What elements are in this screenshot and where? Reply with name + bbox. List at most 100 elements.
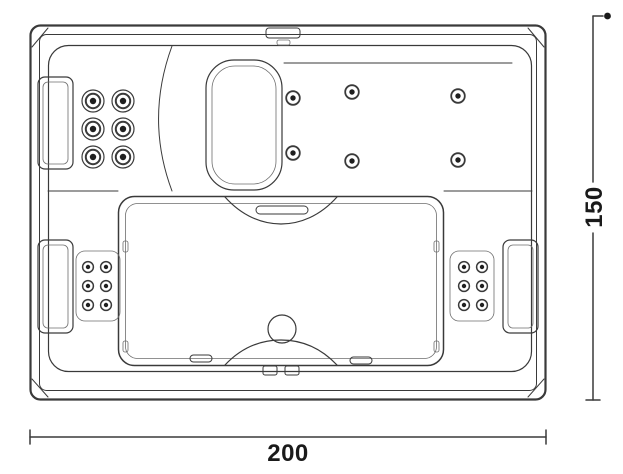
- footwell-inner: [125, 203, 437, 359]
- pad-bottom-right: [502, 239, 539, 334]
- jet: [344, 84, 360, 100]
- jet: [461, 302, 467, 308]
- jet: [85, 264, 91, 270]
- jet: [111, 117, 135, 141]
- seat-curve-top: [224, 196, 338, 225]
- wall-jet-mark: [433, 340, 440, 353]
- drain: [267, 314, 297, 344]
- jet: [81, 298, 95, 312]
- armrest-pads: [37, 76, 539, 334]
- control-panel-body: [265, 27, 301, 39]
- jet: [479, 283, 485, 289]
- jet: [290, 95, 296, 101]
- jet: [89, 153, 97, 161]
- jet-housing-left: [75, 250, 121, 322]
- jet: [81, 89, 105, 113]
- jet: [285, 145, 301, 161]
- tub-shell: [29, 24, 547, 401]
- jet: [461, 283, 467, 289]
- corner-bevel-bottom-right: [527, 378, 545, 398]
- bottom-fitting-left: [262, 365, 278, 376]
- corner-bevel-bottom-left: [31, 378, 49, 398]
- jet: [81, 117, 105, 141]
- pad-bottom-left: [37, 239, 74, 334]
- lounger-back-jets: [81, 89, 135, 169]
- top-control-panel: [265, 27, 301, 46]
- jet: [450, 88, 466, 104]
- jet: [457, 260, 471, 274]
- jet: [103, 302, 109, 308]
- seat-contours: [47, 45, 533, 192]
- footwell: [117, 195, 445, 376]
- right-side-jets: [457, 260, 489, 312]
- jet: [111, 89, 135, 113]
- jet: [111, 145, 135, 169]
- jet-slot-bottom-right: [349, 356, 373, 365]
- jet: [114, 120, 132, 138]
- height-value-label: 150: [581, 186, 608, 228]
- side-jet-housings: [75, 250, 495, 322]
- jet-slot-bottom-left: [189, 354, 213, 363]
- lounger-contour: [158, 45, 173, 192]
- pad-top-left-inner: [42, 81, 69, 165]
- seat-curve-bottom: [224, 339, 338, 366]
- dimension-dot: [604, 12, 611, 20]
- lounger-pad: [205, 59, 283, 191]
- corner-bevel-top-right: [527, 27, 545, 48]
- footwell-outer: [117, 195, 445, 367]
- jet: [89, 125, 97, 133]
- jet: [450, 152, 466, 168]
- corner-bevel-top-left: [31, 27, 49, 48]
- jet: [461, 264, 467, 270]
- seat-jets: [285, 84, 466, 169]
- jet: [89, 97, 97, 105]
- tub-outer-edge: [29, 24, 547, 401]
- pad-top-left: [37, 76, 74, 170]
- jet: [81, 279, 95, 293]
- jet: [475, 279, 489, 293]
- jet: [99, 279, 113, 293]
- jet: [344, 153, 360, 169]
- jet: [475, 298, 489, 312]
- left-side-jets: [81, 260, 113, 312]
- jet: [84, 92, 102, 110]
- jet: [349, 89, 355, 95]
- jet: [114, 148, 132, 166]
- jet: [457, 279, 471, 293]
- control-panel-detail: [276, 39, 291, 46]
- lounger-pad-inner: [211, 65, 277, 185]
- jet-housing-right: [449, 250, 495, 322]
- jet: [103, 283, 109, 289]
- jet: [290, 150, 296, 156]
- tub-inner-rim: [39, 34, 537, 391]
- jet: [84, 120, 102, 138]
- jet: [99, 298, 113, 312]
- jet: [85, 283, 91, 289]
- seat-slot-top: [255, 205, 309, 215]
- wall-jet-mark: [122, 240, 129, 253]
- jet: [457, 298, 471, 312]
- jet: [455, 157, 461, 163]
- bottom-fitting-right: [284, 365, 300, 376]
- jet: [99, 260, 113, 274]
- jet: [475, 260, 489, 274]
- width-value-label: 200: [267, 440, 309, 467]
- jet: [81, 145, 105, 169]
- jet: [114, 92, 132, 110]
- pad-bottom-left-inner: [42, 244, 69, 329]
- jet: [81, 260, 95, 274]
- wall-jet-mark: [122, 340, 129, 353]
- jet: [479, 264, 485, 270]
- width-dimension: 200: [29, 429, 547, 467]
- jet: [119, 97, 127, 105]
- jet: [119, 153, 127, 161]
- jet: [103, 264, 109, 270]
- pad-bottom-right-inner: [507, 244, 534, 329]
- jet: [85, 302, 91, 308]
- wall-jet-mark: [433, 240, 440, 253]
- jet: [119, 125, 127, 133]
- jet: [84, 148, 102, 166]
- tub-interior-edge: [47, 44, 533, 373]
